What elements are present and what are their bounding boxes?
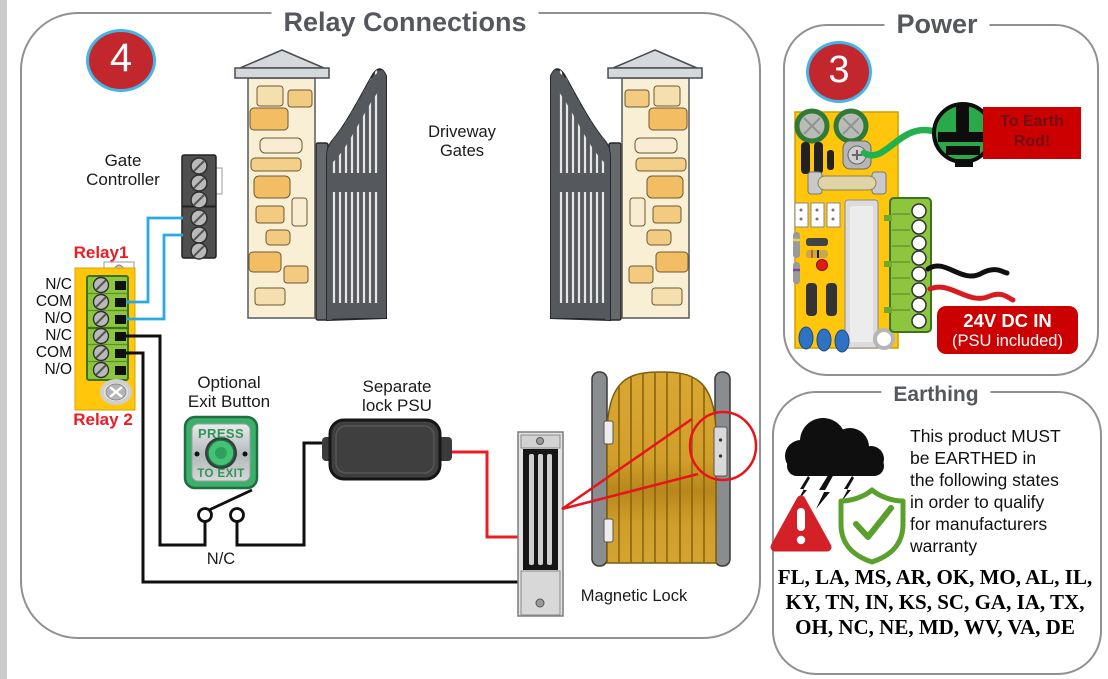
stone-pillar <box>234 49 330 319</box>
exit-button-toexit-text: TO EXIT <box>197 468 245 480</box>
earthing-states-list: FL, LA, MS, AR, OK, MO, AL, IL, KY, TN, … <box>777 565 1093 640</box>
lock-wire-red <box>450 450 520 539</box>
earth-wire-green <box>860 126 940 159</box>
dc-wire-black <box>925 263 1010 279</box>
lock-callout <box>561 410 758 511</box>
nc-switch-label: N/C <box>206 550 236 568</box>
wooden-gate <box>591 371 731 567</box>
gate-controller-label: Gate Controller <box>86 151 160 190</box>
right-pillar-and-gate <box>551 50 702 320</box>
driveway-gates-label: Driveway Gates <box>428 123 496 160</box>
terminal-label-com1: COM <box>35 293 72 310</box>
magnetic-lock <box>517 431 564 617</box>
relay2-wires-black <box>126 334 520 584</box>
relay-panel-title: Relay Connections <box>271 7 539 38</box>
left-pillar-and-gate <box>234 49 387 322</box>
earthing-warning-text: This product MUST be EARTHED in the foll… <box>910 426 1061 557</box>
relay1-wires-blue <box>126 216 183 321</box>
step-badge-4: 4 <box>86 29 156 92</box>
psu-label: Separate lock PSU <box>362 377 432 416</box>
earthing-panel-title: Earthing <box>881 383 991 407</box>
exit-button-press-text: PRESS <box>197 426 245 441</box>
dc-in-box: 24V DC IN (PSU included) <box>937 306 1078 354</box>
terminal-label-nc1: N/C <box>45 276 72 293</box>
nc-switch-symbol <box>197 488 253 523</box>
dc-in-title: 24V DC IN <box>963 310 1052 331</box>
lock-psu <box>322 418 452 481</box>
relay1-label: Relay1 <box>73 243 129 262</box>
pillar-cap <box>239 49 325 69</box>
power-panel-title: Power <box>884 9 990 40</box>
terminal-label-no2: N/O <box>44 361 72 378</box>
terminal-label-nc2: N/C <box>45 327 72 344</box>
lightning-bolts-icon <box>797 472 854 509</box>
dc-in-sub: (PSU included) <box>952 332 1063 350</box>
gate-hinges <box>603 420 614 543</box>
relay2-label: Relay 2 <box>73 410 133 429</box>
magnetic-lock-label: Magnetic Lock <box>580 587 688 605</box>
power-pcb <box>793 108 1016 353</box>
exit-button-label: Optional Exit Button <box>187 373 271 412</box>
to-earth-rod-box: To Earth Rod! <box>983 107 1081 159</box>
storm-cloud-icon <box>785 418 884 476</box>
exit-button <box>183 415 259 490</box>
shield-check-icon <box>838 487 906 565</box>
gate-lock-plate <box>713 426 728 477</box>
warning-triangle-icon <box>770 495 832 552</box>
page-edge-strip <box>0 0 7 679</box>
terminal-label-no1: N/O <box>44 310 72 327</box>
terminal-label-com2: COM <box>35 344 72 361</box>
relay-unit <box>74 261 136 411</box>
gate-controller-terminal-block <box>181 154 223 260</box>
dc-wire-red <box>927 284 1016 303</box>
pcb-dc-terminal <box>884 197 932 333</box>
step-badge-3: 3 <box>806 41 872 103</box>
metal-gate <box>326 68 387 322</box>
to-earth-rod-text: To Earth Rod! <box>1000 113 1064 150</box>
